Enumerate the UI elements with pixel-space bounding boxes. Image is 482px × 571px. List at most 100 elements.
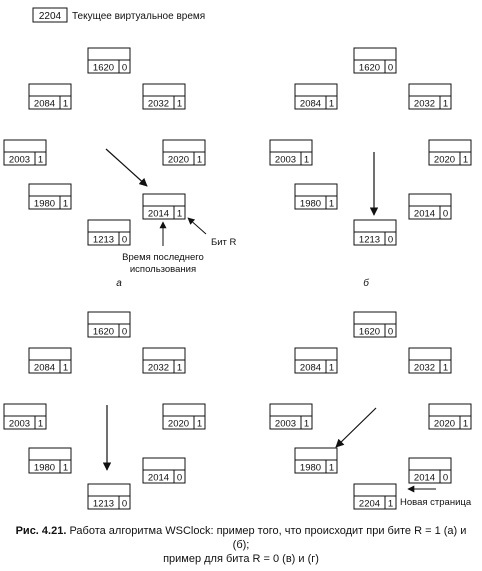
bit-field [59,95,72,110]
last-use-time: 2204 [359,499,380,510]
r-bit: 1 [304,419,309,430]
caption-text-1: Работа алгоритма WSClock: пример того, ч… [69,525,467,551]
current-time-legend: 2204 Текущее виртуальное время [32,7,205,23]
page-frame-body [353,219,397,233]
bit-field [384,59,397,74]
bit-field [173,359,186,374]
page-frame-body [142,193,186,207]
bit-field [59,359,72,374]
page-frame-body [87,311,131,325]
bit-field [59,459,72,474]
last-use-time: 2084 [300,363,321,374]
page-frame-body [294,183,338,197]
page-frame-body [408,83,452,97]
page-frame-body [408,193,452,207]
r-bit: 0 [177,473,182,484]
r-bit: 1 [38,419,43,430]
last-use-time: 2084 [300,99,321,110]
page-frame: 2032 1 [142,347,186,374]
page-frame: 2020 1 [162,139,206,166]
last-use-time: 2020 [168,155,189,166]
last-use-time: 2020 [434,419,455,430]
r-bit: 1 [197,155,202,166]
last-use-time: 1620 [359,327,380,338]
page-frame-body [87,47,131,61]
page-frame-body [28,183,72,197]
last-use-time: 2032 [148,99,169,110]
page-frame: 2032 1 [142,83,186,110]
page-frame-body [353,483,397,497]
r-bit: 1 [443,363,448,374]
page-frame: 2032 1 [408,83,452,110]
page-frame: 1980 1 [294,447,338,474]
r-bit: 1 [63,363,68,374]
page-frame-body [294,347,338,361]
bit-field [118,323,131,338]
bit-field [459,151,472,166]
last-use-time: 2014 [414,473,435,484]
r-bit: 0 [122,327,127,338]
page-frame: 2084 1 [28,347,72,374]
bit-field [439,205,452,220]
last-use-time: 2032 [414,99,435,110]
last-use-time: 1213 [93,235,114,246]
r-bit: 1 [443,99,448,110]
last-use-time: 2032 [148,363,169,374]
r-bit: 1 [329,199,334,210]
r-bit: 0 [122,63,127,74]
r-bit: 1 [177,99,182,110]
page-frame-body [294,447,338,461]
page-frame-body [28,447,72,461]
bit-field [325,95,338,110]
bit-r-label: Бит R [211,237,237,248]
page-frame-body [3,403,47,417]
caption-line-1: Рис. 4.21. Работа алгоритма WSClock: при… [8,524,474,552]
page-frame-body [142,457,186,471]
last-use-time: 1980 [300,463,321,474]
panel-a-bit-r-arrow [187,217,207,235]
r-bit: 1 [63,99,68,110]
last-use-label-line2: использования [130,264,196,275]
panel-a-annotations: Бит R Время последнего использования [105,148,237,275]
page-frame-body [28,347,72,361]
r-bit: 1 [177,363,182,374]
r-bit: 0 [388,63,393,74]
r-bit: 1 [329,99,334,110]
panel-a-clock-hand-arrow [105,148,148,187]
last-use-time: 2084 [34,363,55,374]
last-use-time: 2014 [148,209,169,220]
page-frame-body [294,83,338,97]
r-bit: 1 [388,499,393,510]
last-use-time: 2003 [9,419,30,430]
page-frame-body [428,403,472,417]
page-frame-body [353,311,397,325]
bit-field [325,359,338,374]
page-frame: 2204 1 [353,483,397,510]
bit-field [173,95,186,110]
page-frame-body [142,347,186,361]
r-bit: 1 [329,463,334,474]
bit-field [193,151,206,166]
page-frame-body [162,403,206,417]
r-bit: 1 [463,155,468,166]
current-time-value: 2204 [39,11,62,22]
bit-field [439,469,452,484]
bit-field [173,469,186,484]
panel-letter: а [116,278,122,289]
bit-field [300,151,313,166]
last-use-time: 2032 [414,363,435,374]
